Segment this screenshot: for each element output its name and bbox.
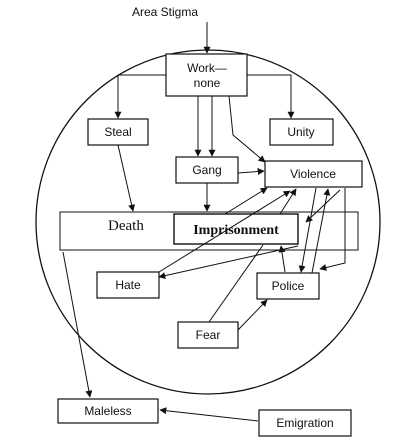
edge-violence-imprisonment-back <box>305 189 341 223</box>
edge-work-steal <box>114 74 166 119</box>
node-work-box <box>165 53 248 97</box>
node-imprisonment-box <box>173 213 299 245</box>
node-unity-box <box>269 118 334 146</box>
edge-emigration-maleless <box>159 407 259 422</box>
edge-gang-violence <box>237 167 265 175</box>
title-area-stigma: Area Stigma <box>132 5 198 19</box>
edge-work-violence <box>228 95 266 163</box>
edge-steal-death <box>117 144 136 212</box>
edge-imprisonment-violence-2 <box>279 188 297 215</box>
node-maleless: Maleless <box>84 404 131 418</box>
edge-fear-police <box>237 299 268 331</box>
node-violence: Violence <box>290 167 336 181</box>
edge-work-unity <box>247 74 295 119</box>
node-hate: Hate <box>115 278 141 292</box>
node-violence-box <box>264 160 363 188</box>
diagram-edges <box>62 22 346 422</box>
edge-hate-violence <box>158 190 291 273</box>
node-police-box <box>256 272 320 300</box>
node-work-label-2: none <box>194 76 221 90</box>
node-emigration: Emigration <box>276 416 333 430</box>
node-fear-box <box>177 321 239 349</box>
node-death: Death <box>108 218 144 234</box>
node-police: Police <box>272 279 305 293</box>
node-fear: Fear <box>196 328 221 342</box>
edge-death-maleless <box>62 251 93 398</box>
edge-fear-imprisonment <box>208 244 264 323</box>
node-imprisonment: Imprisonment <box>193 223 279 238</box>
node-steal: Steal <box>104 125 131 139</box>
node-emigration-box <box>258 409 352 437</box>
edge-violence-police-outer <box>319 188 346 271</box>
node-maleless-box <box>57 398 159 424</box>
edge-police-violence <box>311 188 331 274</box>
edge-violence-police <box>298 187 317 273</box>
node-work-label-1: Work— <box>187 61 227 75</box>
edge-police-imprisonment <box>278 245 286 273</box>
node-hate-box <box>96 271 160 299</box>
edge-violence-hate <box>158 245 299 280</box>
node-gang: Gang <box>192 163 221 177</box>
node-steal-box <box>87 118 149 146</box>
node-unity: Unity <box>287 125 314 139</box>
edge-imprisonment-violence <box>224 187 268 215</box>
